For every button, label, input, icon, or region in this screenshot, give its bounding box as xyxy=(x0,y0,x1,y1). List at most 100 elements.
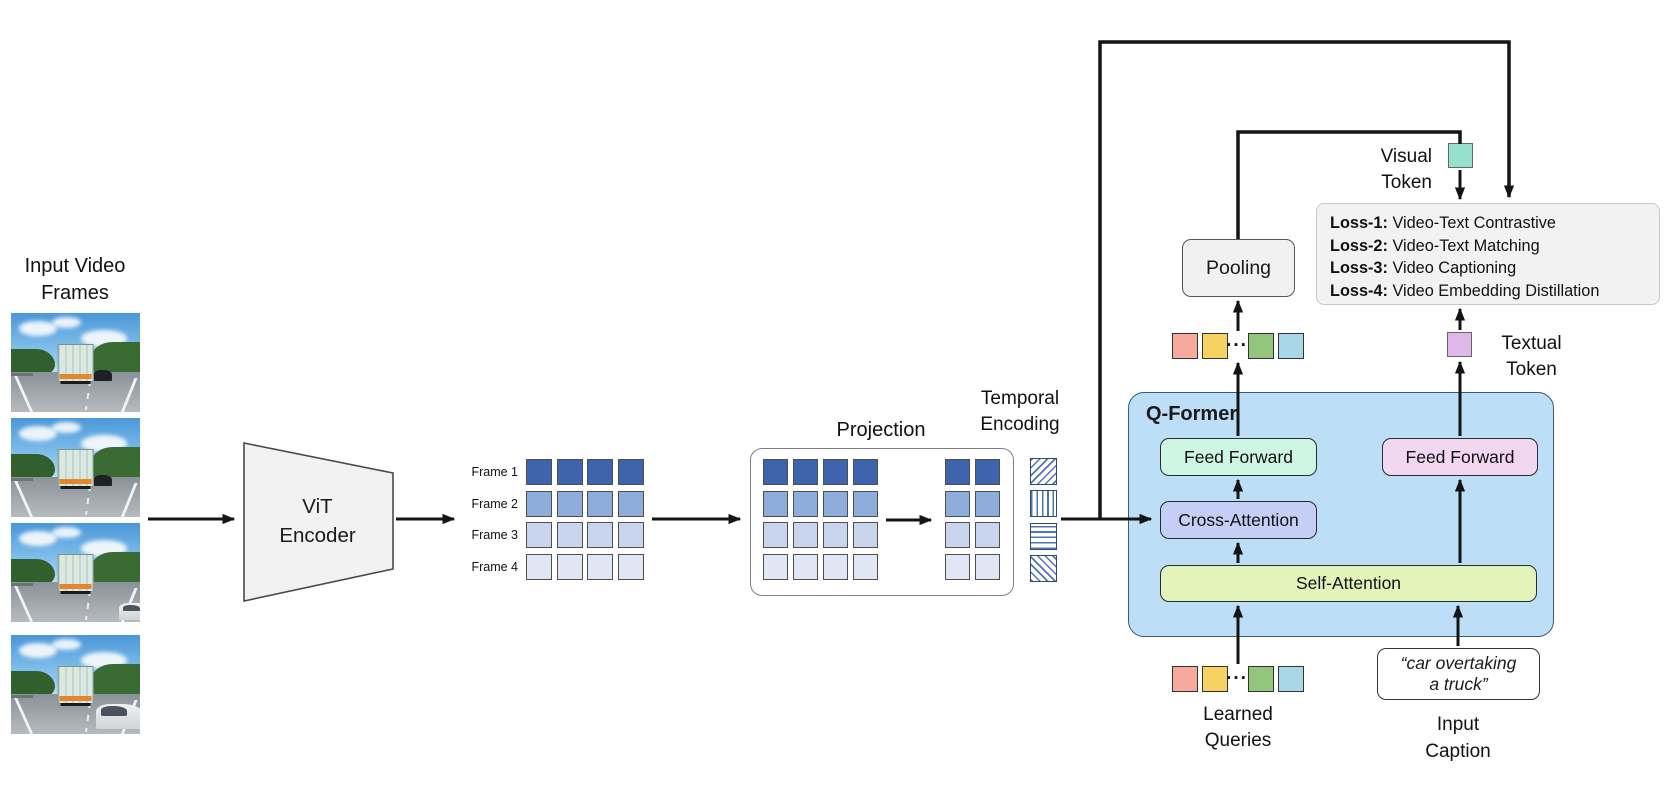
temporal-line-1: Temporal xyxy=(980,388,1060,409)
truck-wheels xyxy=(60,590,91,594)
input-caption-line-2: Caption xyxy=(1425,741,1491,762)
guardrail xyxy=(11,478,33,482)
cloud xyxy=(18,425,58,441)
visual-token-square xyxy=(1448,143,1473,168)
temporal-token-diagonal-down xyxy=(1030,555,1057,582)
title-line-1: Input Video xyxy=(24,255,126,277)
cross-attention-box: Cross-Attention xyxy=(1160,501,1317,539)
trees-left xyxy=(11,453,55,481)
temporal-token-diagonal-up xyxy=(1030,458,1057,485)
video-frame-1 xyxy=(11,313,140,412)
loss-item-label: Loss-4: xyxy=(1330,282,1393,301)
trees-left xyxy=(11,558,55,586)
truck-wheels xyxy=(60,485,91,489)
frame-token xyxy=(587,491,613,517)
loss-item-text: Video Captioning xyxy=(1392,259,1517,278)
projection-token xyxy=(763,554,788,580)
qformer-label: Q-Former xyxy=(1146,403,1238,425)
projection-token xyxy=(853,554,878,580)
projection-token xyxy=(763,459,788,485)
cloud xyxy=(52,638,81,650)
learned-queries-line-1: Learned xyxy=(1203,704,1273,725)
projection-reduced-token xyxy=(975,522,1000,548)
trees-right xyxy=(89,663,140,698)
guardrail xyxy=(11,583,33,587)
trees-right xyxy=(89,446,140,481)
truck xyxy=(57,343,94,384)
projection-reduced-token xyxy=(975,491,1000,517)
projection-reduced-token xyxy=(945,491,970,517)
projection-token xyxy=(763,522,788,548)
frame-token xyxy=(557,522,583,548)
title-line-2: Frames xyxy=(41,282,109,304)
loss-item-text: Video-Text Matching xyxy=(1392,236,1540,255)
loss-item: Loss-2: Video-Text Matching xyxy=(1330,235,1659,258)
guardrail xyxy=(11,373,33,377)
frame-token xyxy=(618,522,644,548)
vit-encoder-shape xyxy=(243,442,394,602)
textual-token-line-2: Token xyxy=(1506,359,1557,380)
projection-token xyxy=(823,554,848,580)
dark-car xyxy=(93,475,112,487)
projection-token xyxy=(823,459,848,485)
truck xyxy=(57,448,94,489)
video-frame-2 xyxy=(11,418,140,517)
caption-text-line-1: “car overtaking xyxy=(1400,653,1517,673)
frame-row-label: Frame 3 xyxy=(471,528,518,542)
frame-token xyxy=(526,554,552,580)
loss-item-label: Loss-1: xyxy=(1330,214,1393,232)
temporal-token-vertical xyxy=(1030,490,1057,517)
cloud xyxy=(18,320,58,336)
input-caption-line-1: Input xyxy=(1436,714,1480,735)
frame-row-label: Frame 4 xyxy=(471,560,518,574)
truck-wheels xyxy=(60,380,91,384)
frame-row-label: Frame 2 xyxy=(471,497,518,511)
projection-reduced-token xyxy=(945,459,970,485)
loss-item-label: Loss-3: xyxy=(1330,259,1393,278)
vit-line-1: ViT xyxy=(302,495,333,518)
cloud xyxy=(18,530,58,546)
query-output-ellipsis: ··· xyxy=(1226,335,1248,356)
learned-query-token xyxy=(1202,666,1228,692)
temporal-token-horizontal xyxy=(1030,523,1057,550)
pooling-box: Pooling xyxy=(1182,239,1295,297)
loss-item: Loss-3: Video Captioning xyxy=(1330,257,1659,280)
trees-left xyxy=(11,348,55,376)
trees-right xyxy=(89,551,140,586)
projection-label: Projection xyxy=(836,419,926,441)
textual-token-square xyxy=(1447,332,1472,357)
learned-query-token xyxy=(1278,666,1304,692)
learned-queries-line-2: Queries xyxy=(1204,730,1272,751)
frame-token xyxy=(526,491,552,517)
frame-token xyxy=(526,522,552,548)
feed-forward-left-box: Feed Forward xyxy=(1160,438,1317,476)
learned-queries-label: Learned Queries xyxy=(1178,702,1298,754)
projection-reduced-token xyxy=(945,522,970,548)
feed-forward-right-box: Feed Forward xyxy=(1382,438,1538,476)
frame-token xyxy=(618,459,644,485)
temporal-encoding-label: Temporal Encoding xyxy=(958,386,1082,438)
frame-token xyxy=(587,522,613,548)
visual-token-line-2: Token xyxy=(1381,172,1432,193)
white-car xyxy=(119,603,140,621)
trees-left xyxy=(11,670,55,698)
frame-token xyxy=(618,554,644,580)
truck-orange-bar xyxy=(59,373,92,379)
learned-query-token xyxy=(1172,666,1198,692)
projection-token xyxy=(793,522,818,548)
projection-token xyxy=(823,491,848,517)
vit-trapezoid xyxy=(243,442,394,602)
query-output-token xyxy=(1248,333,1274,359)
caption-text-line-2: a truck” xyxy=(1429,674,1488,694)
frame-token xyxy=(587,459,613,485)
loss-item-text: Video Embedding Distillation xyxy=(1392,282,1600,301)
temporal-line-2: Encoding xyxy=(980,414,1060,435)
projection-token xyxy=(793,491,818,517)
loss-item-label: Loss-2: xyxy=(1330,236,1393,255)
cloud xyxy=(52,526,81,538)
input-caption-box: “car overtaking a truck” xyxy=(1377,648,1540,700)
projection-token xyxy=(793,554,818,580)
loss-item-text: Video-Text Contrastive xyxy=(1392,214,1556,232)
